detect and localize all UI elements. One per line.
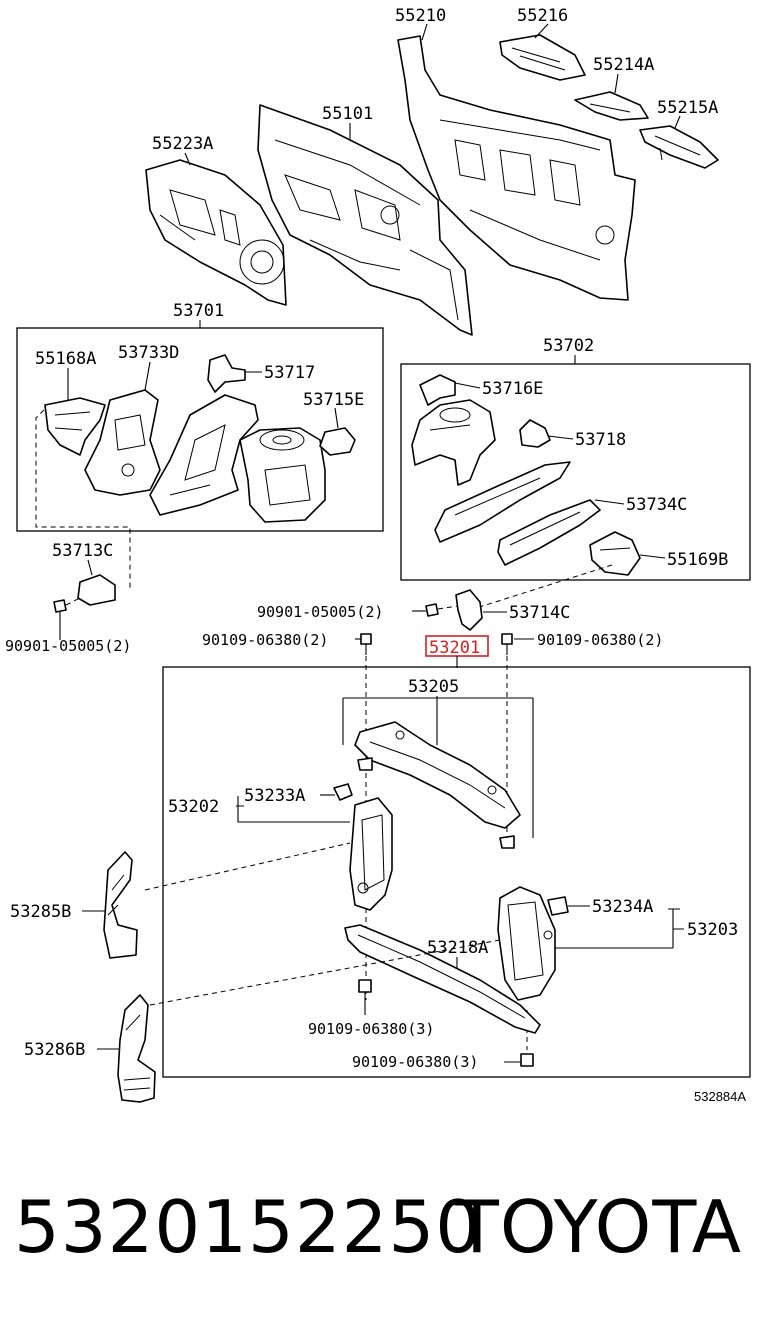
label-55210: 55210 <box>395 6 446 26</box>
label-53701: 53701 <box>173 301 224 321</box>
label-53733D: 53733D <box>118 343 179 363</box>
part-55223A-drawing <box>145 159 287 306</box>
part-55210-drawing <box>397 35 636 301</box>
label-53734C: 53734C <box>626 495 687 515</box>
part-53701-apron-drawing <box>149 394 259 516</box>
bolt-90109-06380-3b-icon <box>520 1053 534 1067</box>
label-53218A: 53218A <box>427 938 488 958</box>
part-number: 5320152250 <box>14 1185 483 1269</box>
label-90109-06380-3a: 90109-06380(3) <box>308 1020 434 1038</box>
part-53714C-drawing <box>455 589 483 631</box>
part-53715E-drawing <box>319 427 356 456</box>
label-53205: 53205 <box>408 677 459 697</box>
label-55168A: 55168A <box>35 349 96 369</box>
part-53716E-drawing <box>419 374 456 406</box>
part-53203-drawing <box>497 886 556 1001</box>
label-53285B: 53285B <box>10 902 71 922</box>
bolt-90109-06380-right-icon <box>501 633 513 655</box>
label-55216: 55216 <box>517 6 568 26</box>
caption: 5320152250 TOYOTA <box>0 1185 760 1295</box>
label-53203: 53203 <box>687 920 738 940</box>
label-53715E: 53715E <box>303 390 364 410</box>
part-53718-drawing <box>519 419 551 448</box>
group-box-53201 <box>162 666 751 1078</box>
part-53713C-drawing <box>77 574 116 606</box>
part-55168A-drawing <box>44 397 106 456</box>
part-53733D-drawing <box>84 389 161 496</box>
parts-diagram: 55210 55216 55214A 55215A 55101 55223A 5… <box>5 6 751 1104</box>
label-53234A: 53234A <box>592 897 653 917</box>
label-90109-06380-left: 90109-06380(2) <box>202 631 328 649</box>
label-55215A: 55215A <box>657 98 718 118</box>
part-53218A-drawing <box>344 924 541 1034</box>
label-55214A: 55214A <box>593 55 654 75</box>
label-90109-06380-right: 90109-06380(2) <box>537 631 663 649</box>
label-53716E: 53716E <box>482 379 543 399</box>
part-55216-drawing <box>499 34 586 81</box>
bolt-90109-06380-3a-icon <box>358 979 372 1015</box>
reference-code: 532884A <box>694 1089 746 1104</box>
label-90109-06380-3b: 90109-06380(3) <box>352 1053 478 1071</box>
label-53202: 53202 <box>168 797 219 817</box>
part-53205-drawing <box>354 721 521 849</box>
part-53717-drawing <box>207 354 246 393</box>
label-53286B: 53286B <box>24 1040 85 1060</box>
label-53718: 53718 <box>575 430 626 450</box>
label-90901-05005-mid: 90901-05005(2) <box>257 603 383 621</box>
part-53233A-drawing <box>333 783 353 801</box>
part-53202-drawing <box>349 797 393 911</box>
label-53233A: 53233A <box>244 786 305 806</box>
bolt-90109-06380-left-icon <box>360 633 372 655</box>
part-53286B-drawing <box>117 994 156 1103</box>
label-53702: 53702 <box>543 336 594 356</box>
part-55215A-drawing <box>639 125 719 169</box>
part-53734C-drawing <box>497 499 601 566</box>
group-box-53702 <box>400 363 751 581</box>
label-55223A: 55223A <box>152 134 213 154</box>
bolt-90901-05005-left-icon <box>53 599 67 640</box>
part-53234A-drawing <box>547 896 569 916</box>
part-55101-drawing <box>257 104 473 336</box>
group-box-53701 <box>16 327 384 532</box>
label-53714C: 53714C <box>509 603 570 623</box>
brand-name: TOYOTA <box>454 1185 742 1269</box>
label-53717: 53717 <box>264 363 315 383</box>
part-53701-wheelhouse-drawing <box>239 427 326 523</box>
part-53702-strut-drawing <box>411 399 496 486</box>
label-55101: 55101 <box>322 104 373 124</box>
part-53702-apron-drawing <box>434 461 571 543</box>
part-55169B-drawing <box>589 531 641 576</box>
label-90901-05005-left: 90901-05005(2) <box>5 637 131 655</box>
part-55214A-drawing <box>574 91 649 121</box>
bolt-90901-05005-mid-icon <box>425 603 439 617</box>
label-53201: 53201 <box>429 638 480 658</box>
part-53285B-drawing <box>103 851 138 959</box>
label-53713C: 53713C <box>52 541 113 561</box>
label-55169B: 55169B <box>667 550 728 570</box>
